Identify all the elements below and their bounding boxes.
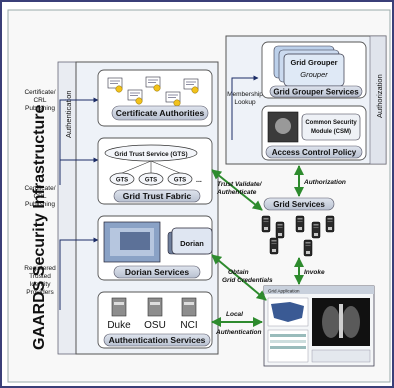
svg-text:Certificate/: Certificate/ (24, 89, 55, 96)
registered-providers-label: Registered Trusted Identity Providers (24, 265, 56, 296)
svg-text:Certificate/: Certificate/ (24, 185, 55, 192)
gts-node (109, 172, 135, 186)
server-icon (181, 297, 197, 317)
local-label: Authentication (215, 329, 262, 336)
diagram-title: GAARDS Security Infrastructure (31, 105, 48, 350)
dorian-services-label: Dorian Services (125, 267, 190, 277)
obtain-credentials-arrow (211, 254, 267, 301)
provider-label: OSU (144, 320, 166, 331)
server-icon (269, 237, 279, 255)
local-label: Local (226, 311, 243, 318)
dorian-card (171, 227, 213, 255)
svg-text:Publishing: Publishing (25, 201, 55, 208)
grid-services: Grid Services (261, 197, 335, 257)
authentication-band-label: Authentication (64, 90, 73, 138)
csm-label-line: Module (CSM) (311, 129, 351, 135)
server-icon (311, 221, 321, 239)
grid-trust-fabric: Grid Trust Service (GTS) GTS GTS GTS ...… (97, 137, 213, 205)
authorization-band-label: Authorization (375, 74, 384, 118)
arrow-labels: Trust Validate/ Authenticate Authorizati… (215, 179, 346, 336)
flow-arrows (211, 165, 304, 327)
server-icon (111, 297, 127, 317)
certificate-authorities-label: Certificate Authorities (116, 108, 205, 118)
dorian-services: Dorian Dorian Services (97, 215, 213, 281)
grid-grouper-services: Grid Grouper Grouper Grid Grouper Servic… (261, 41, 367, 99)
gts-node-label: GTS (145, 178, 157, 184)
trust-label: Authenticate (216, 189, 257, 196)
grid-application-window: Grid Application (263, 285, 375, 367)
grid-application-title: Grid Application (268, 289, 300, 294)
svg-text:Lookup: Lookup (234, 99, 256, 106)
authentication-services: Duke OSU NCI Authentication Services (97, 291, 213, 349)
svg-text:Registered: Registered (24, 265, 56, 272)
grid-grouper-card-title: Grid Grouper (290, 58, 337, 67)
trust-validate-arrow (211, 169, 263, 211)
trust-label: Trust Validate/ (217, 181, 263, 188)
obtain-label: Grid Credentials (222, 277, 273, 284)
svg-text:Membership: Membership (227, 91, 263, 98)
svg-text:Providers: Providers (26, 289, 54, 296)
membership-lookup-label: Membership Lookup (227, 91, 263, 106)
svg-text:Identity: Identity (30, 281, 52, 288)
gts-ellipsis: ... (196, 177, 202, 184)
svg-text:Trusted: Trusted (29, 273, 51, 280)
gts-node-label: GTS (174, 178, 186, 184)
gts-root-label: Grid Trust Service (GTS) (114, 151, 187, 158)
grid-grouper-services-label: Grid Grouper Services (273, 88, 359, 97)
gts-node (167, 172, 193, 186)
access-control-policy: Common Security Module (CSM) Access Cont… (261, 105, 367, 161)
grid-trust-fabric-label: Grid Trust Fabric (123, 191, 192, 201)
server-icon (261, 215, 271, 233)
cert-crl-label-1: Certificate/ CRL Publishing (24, 89, 55, 112)
dorian-card-label: Dorian (180, 239, 204, 248)
authorization-band (369, 35, 387, 165)
grid-services-label: Grid Services (273, 200, 325, 209)
csm-card (301, 113, 361, 141)
certificate-authorities: Certificate Authorities (97, 69, 213, 127)
server-icon (295, 215, 305, 233)
server-icon (275, 221, 285, 239)
obtain-label: Obtain (228, 269, 249, 276)
invoke-label: Invoke (304, 269, 325, 276)
svg-text:CRL: CRL (33, 97, 46, 104)
provider-label: NCI (180, 320, 197, 331)
access-control-policy-label: Access Control Policy (272, 148, 357, 157)
cert-crl-label-2: Certificate/ CRL Publishing (24, 185, 55, 208)
csm-label-line: Common Security (305, 120, 357, 126)
gts-node (138, 172, 164, 186)
provider-label: Duke (107, 320, 131, 331)
membership-connector (231, 75, 259, 140)
server-icon (325, 215, 335, 233)
grouper-logo: Grouper (300, 70, 328, 79)
svg-text:CRL: CRL (33, 193, 46, 200)
publishing-connectors (59, 97, 99, 310)
server-icon (303, 239, 313, 257)
svg-text:Publishing: Publishing (25, 105, 55, 112)
gts-node-label: GTS (116, 178, 128, 184)
server-icon (147, 297, 163, 317)
authentication-services-label: Authentication Services (109, 335, 206, 345)
authorization-label: Authorization (303, 179, 346, 186)
